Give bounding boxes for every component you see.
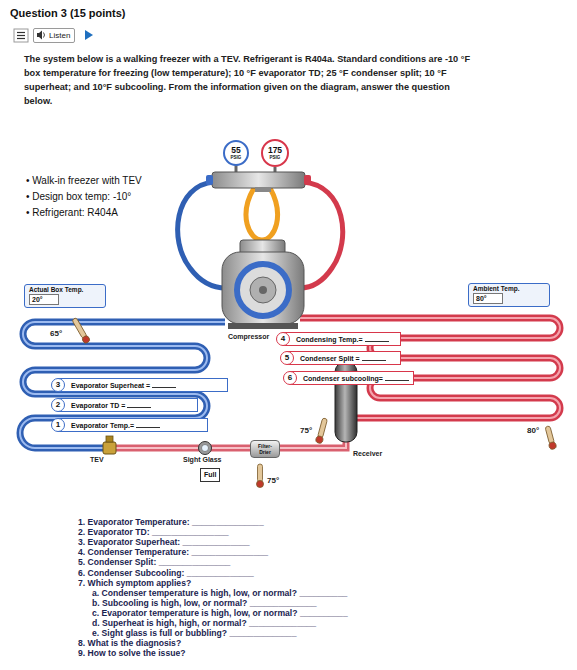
node-text: Condensing Temp.= <box>296 336 363 343</box>
thermometer <box>315 418 328 444</box>
ambient-temp-panel: Ambient Temp.80° <box>468 283 550 307</box>
node-text: Listen <box>49 31 70 40</box>
question-item: 5. Condenser Split: _______________ <box>78 557 230 567</box>
node-text: 4 <box>281 334 285 343</box>
node-text: PSIG <box>231 155 242 160</box>
node-text: 2 <box>56 400 60 409</box>
menu-icon <box>14 29 28 42</box>
question-item: 6. Condenser Subcooling: ______________ <box>78 568 254 578</box>
node-text: 6 <box>288 373 292 382</box>
callout-box: Evaporator Superheat = 3 <box>58 378 228 392</box>
speaker-icon <box>37 31 45 40</box>
callout-number: 1 <box>51 418 65 432</box>
callout-box: Condenser Split = 5 <box>287 351 401 365</box>
sub-question: e. Sight glass is full or bubbling? ____… <box>92 628 296 638</box>
sub-question: a. Condenser temperature is high, low, o… <box>92 588 347 598</box>
node-text: Actual Box Temp. <box>29 286 101 294</box>
tev-valve <box>103 436 116 454</box>
question-item: 7. Which symptom applies? <box>78 578 191 588</box>
node-text: Filter- Drier <box>258 443 272 455</box>
part-label: Receiver <box>353 450 382 457</box>
compressor <box>222 240 304 329</box>
node-text: 20° <box>29 294 59 305</box>
callout-number: 5 <box>280 351 294 365</box>
node-text: Evaporator Temp.= <box>71 422 134 429</box>
sub-question: c. Evaporator temperature is high, low, … <box>92 608 348 618</box>
question-item: 1. Evaporator Temperature: _____________… <box>78 517 264 527</box>
bullet-note: • Walk-in freezer with TEV <box>26 175 142 186</box>
node-text: Evaporator Superheat = <box>71 382 150 389</box>
node-text: 3 <box>56 380 60 389</box>
node-text: Condenser subcooling= <box>303 375 383 382</box>
play-icon <box>85 30 93 40</box>
part-label: TEV <box>90 456 104 463</box>
answer-blank <box>365 333 389 342</box>
thermometer <box>257 464 264 488</box>
question-item: 9. How to solve the issue? <box>78 648 185 658</box>
bullet-note: • Refrigerant: R404A <box>26 207 118 218</box>
temperature-reading: 75° <box>300 426 312 435</box>
page-title: Question 3 (15 points) <box>10 7 126 19</box>
answer-blank <box>362 352 386 361</box>
question-item: 3. Evaporator Superheat: ______________ <box>78 537 250 547</box>
part-label: Compressor <box>228 333 269 340</box>
question-item: 2. Evaporator TD: ________________ <box>78 527 229 537</box>
part-label: Sight Glass <box>183 456 222 463</box>
node-text: Condenser Split = <box>300 355 360 362</box>
node-text: Ambient Temp. <box>473 285 545 293</box>
callout-number: 4 <box>276 332 290 346</box>
box-temp-panel: Actual Box Temp.20° <box>24 284 106 308</box>
callout-number: 2 <box>51 398 65 412</box>
node-text: 55 <box>231 146 240 155</box>
node-text: Evaporator TD = <box>71 402 125 409</box>
callout-box: Condenser subcooling= 6 <box>290 371 414 385</box>
callout-box: Evaporator Temp.= 1 <box>58 418 208 432</box>
suction-gauge: 55PSIG <box>223 140 249 166</box>
answer-blank <box>385 372 409 381</box>
thermometer <box>71 317 91 344</box>
temperature-reading: 75° <box>267 476 279 485</box>
question-item: 4. Condenser Temperature: ______________… <box>78 547 268 557</box>
sub-question: d. Superheat is high, high, or normal? _… <box>92 618 316 628</box>
node-text: 5 <box>285 353 289 362</box>
thermometer <box>544 425 557 450</box>
temperature-reading: 80° <box>527 426 539 435</box>
listen-button: Listen <box>33 28 75 43</box>
sight-glass <box>199 442 212 455</box>
gauge-manifold <box>206 165 311 192</box>
sight-glass-indicator: Full <box>200 468 220 482</box>
node-text: 1 <box>56 420 60 429</box>
callout-number: 3 <box>51 378 65 392</box>
callout-box: Evaporator TD = 2 <box>58 398 198 412</box>
discharge-gauge: 175PSIG <box>261 139 289 167</box>
node-text: Full <box>204 471 216 478</box>
callout-box: Condensing Temp.= 4 <box>283 332 401 346</box>
sub-question: b. Subcooling is high, low, or normal? _… <box>92 598 317 608</box>
answer-blank <box>127 399 151 408</box>
question-item: 8. What is the diagnosis? <box>78 638 181 648</box>
filter-drier: Filter- Drier <box>250 440 280 458</box>
instructions-text: The system below is a walking freezer wi… <box>24 52 479 108</box>
bullet-note: • Design box temp: -10° <box>26 191 131 202</box>
answer-blank <box>152 379 176 388</box>
liquid-line <box>116 440 346 448</box>
node-text: 80° <box>473 293 503 304</box>
callout-number: 6 <box>283 371 297 385</box>
answer-blank <box>136 419 160 428</box>
temperature-reading: 65° <box>50 329 62 338</box>
node-text: 175 <box>268 146 282 155</box>
node-text: PSIG <box>270 155 281 160</box>
